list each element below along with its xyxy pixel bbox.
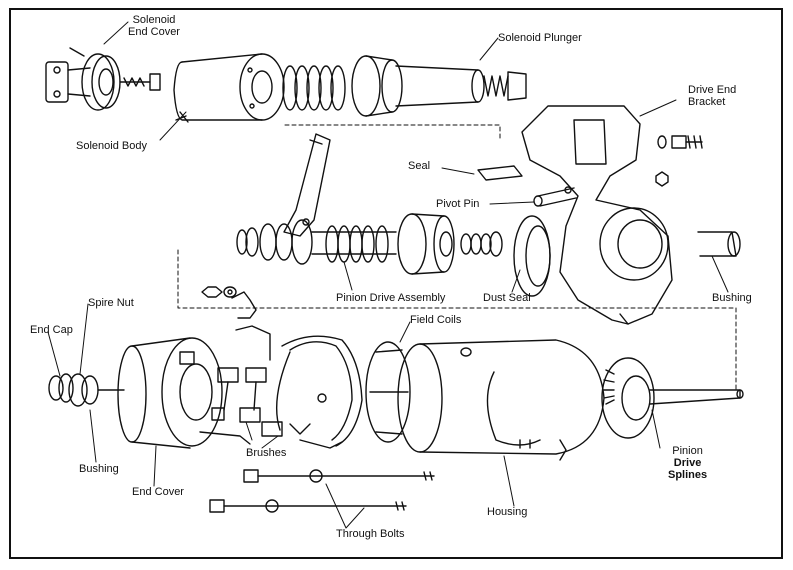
drive-end-bracket-part [521, 105, 673, 325]
solenoid-spring-part [282, 65, 346, 111]
label-pivot-pin: Pivot Pin [436, 198, 480, 210]
shift-lever-part [283, 133, 331, 237]
label-field-coils: Field Coils [410, 314, 462, 326]
leader-lines [47, 21, 729, 529]
dust-seal-part [513, 215, 551, 297]
armature-part [601, 357, 744, 439]
field-coils-part [276, 335, 411, 449]
label-spire-nut: Spire Nut [88, 297, 134, 309]
label-dust-seal: Dust Seal [483, 292, 531, 304]
housing-part [397, 339, 605, 461]
end-cap-part [48, 373, 125, 407]
washers-part [201, 286, 237, 298]
label-end-cover: End Cover [132, 486, 184, 498]
diagram-frame [9, 8, 783, 559]
label-pinion-drive-splines: Pinion Drive Splines [668, 445, 708, 481]
bushing-drive-end-part [697, 231, 741, 257]
solenoid-body-part [173, 53, 285, 123]
solenoid-end-cover-part [45, 47, 161, 111]
bracket-fasteners [655, 135, 703, 187]
label-housing: Housing [487, 506, 528, 518]
label-pinion-drive-assembly: Pinion Drive Assembly [336, 292, 446, 304]
solenoid-plunger-part [351, 55, 527, 117]
label-solenoid-body: Solenoid Body [76, 140, 147, 152]
label-end-cap: End Cap [30, 324, 73, 336]
label-through-bolts: Through Bolts [336, 528, 405, 540]
label-bushing-drive-end: Bushing [712, 292, 752, 304]
through-bolts-part [209, 469, 435, 513]
pinion-drive-assembly-part [236, 213, 503, 275]
seal-part [477, 165, 523, 181]
end-cover-part [117, 337, 251, 449]
label-brushes: Brushes [246, 447, 287, 459]
label-bushing-end: Bushing [79, 463, 119, 475]
pivot-pin-part [533, 187, 577, 207]
label-solenoid-end-cover: Solenoid End Cover [128, 14, 180, 38]
brushes-part [217, 291, 311, 437]
label-drive-end-bracket: Drive End Bracket [688, 84, 737, 108]
label-solenoid-plunger: Solenoid Plunger [498, 32, 582, 44]
label-seal: Seal [408, 160, 431, 172]
